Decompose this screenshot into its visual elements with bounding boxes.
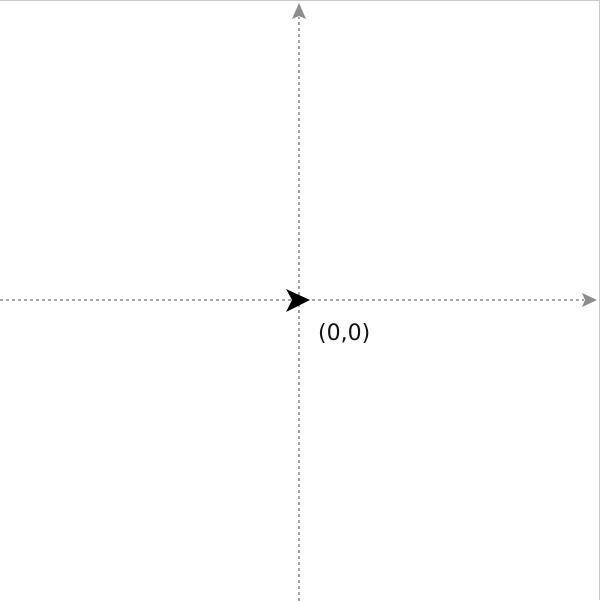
arrowhead-right-icon: [582, 293, 597, 307]
arrowhead-up-icon: [292, 3, 306, 19]
origin-label: (0,0): [318, 321, 370, 346]
turtle-cursor-icon: [286, 289, 310, 312]
